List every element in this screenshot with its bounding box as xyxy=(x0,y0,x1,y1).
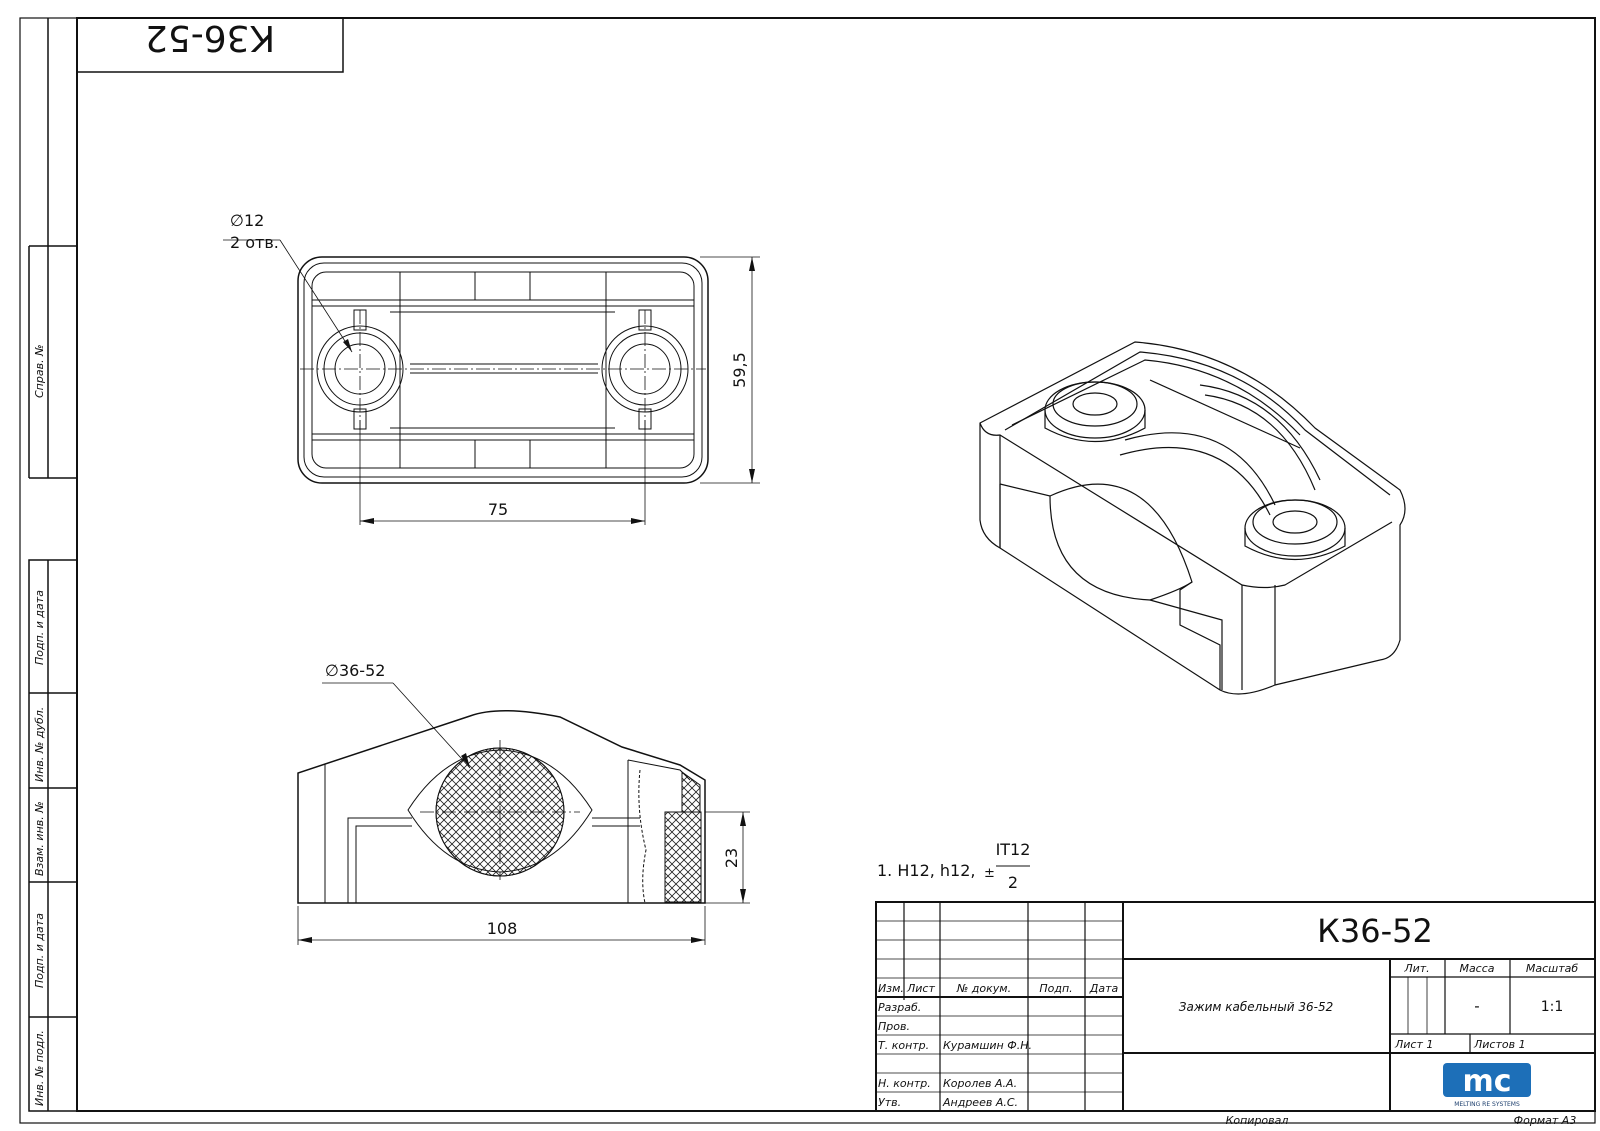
role-tkontr: Т. контр. xyxy=(878,1039,929,1052)
side-podp1: Подп. и дата xyxy=(33,590,46,665)
company-logo: mc MELTING RE SYSTEMS xyxy=(1443,1063,1531,1108)
hdr-list: Лист xyxy=(906,982,935,995)
note-prefix: 1. H12, h12, xyxy=(877,861,976,880)
side-stamp: Справ. № Подп. и дата Инв. № дубл. Взам.… xyxy=(33,344,46,1106)
hdr-data: Дата xyxy=(1089,982,1119,995)
logo-mark: mc xyxy=(1462,1064,1511,1099)
width-label: 59,5 xyxy=(730,352,749,388)
copied-label: Копировал xyxy=(1226,1114,1289,1127)
scale-label: Масштаб xyxy=(1526,962,1578,975)
name-tkontr: Курамшин Ф.Н. xyxy=(943,1039,1032,1052)
isometric-view xyxy=(979,341,1406,695)
top-view-dims: ∅12 2 отв. 75 59,5 xyxy=(223,211,760,525)
mirrored-designation: К36-52 xyxy=(145,17,275,58)
front-view-dims: ∅36-52 108 23 xyxy=(297,661,750,945)
hole-count-label: 2 отв. xyxy=(230,233,279,252)
role-nkontr: Н. контр. xyxy=(878,1077,931,1090)
length-label: 108 xyxy=(487,919,518,938)
designation: К36-52 xyxy=(1317,912,1433,950)
role-prov: Пров. xyxy=(878,1020,910,1033)
hdr-izm: Изм. xyxy=(878,982,904,995)
side-podp2: Подп. и дата xyxy=(33,913,46,988)
mirrored-designation-box: К36-52 xyxy=(76,17,344,73)
logo-caption: MELTING RE SYSTEMS xyxy=(1454,1101,1520,1108)
sheet-label: Лист 1 xyxy=(1394,1038,1433,1051)
note-denominator: 2 xyxy=(1008,873,1018,892)
name-utv: Андреев А.С. xyxy=(942,1096,1018,1109)
note-pm: ± xyxy=(984,866,995,881)
massa-value: - xyxy=(1474,997,1479,1015)
scale-value: 1:1 xyxy=(1541,999,1564,1015)
lit-label: Лит. xyxy=(1403,962,1429,975)
height-label: 23 xyxy=(722,848,741,868)
part-title: Зажим кабельный 36-52 xyxy=(1179,1000,1333,1014)
sheets-label: Листов 1 xyxy=(1473,1038,1526,1051)
front-view xyxy=(297,710,706,904)
massa-label: Масса xyxy=(1459,962,1494,975)
top-view xyxy=(297,256,709,484)
side-inv-dubl: Инв. № дубл. xyxy=(33,707,46,782)
hdr-podp: Подп. xyxy=(1039,982,1072,995)
hdr-doc: № докум. xyxy=(956,982,1011,995)
technical-note: 1. H12, h12, ± IT12 2 xyxy=(877,840,1030,892)
side-inv-podl: Инв. № подл. xyxy=(33,1030,46,1106)
cable-dia-label: ∅36-52 xyxy=(325,661,385,680)
role-razrab: Разраб. xyxy=(878,1001,921,1014)
role-utv: Утв. xyxy=(878,1096,901,1109)
side-sprav: Справ. № xyxy=(33,344,46,398)
frame xyxy=(19,17,1596,1124)
hole-spacing-label: 75 xyxy=(488,500,508,519)
hole-dia-label: ∅12 xyxy=(230,211,264,230)
format-label: Формат А3 xyxy=(1514,1114,1577,1127)
side-vzam-inv: Взам. инв. № xyxy=(33,801,46,876)
note-numerator: IT12 xyxy=(996,840,1031,859)
name-nkontr: Королев А.А. xyxy=(943,1077,1017,1090)
title-block: К36-52 Зажим кабельный 36-52 Изм. Лист №… xyxy=(875,901,1596,1127)
